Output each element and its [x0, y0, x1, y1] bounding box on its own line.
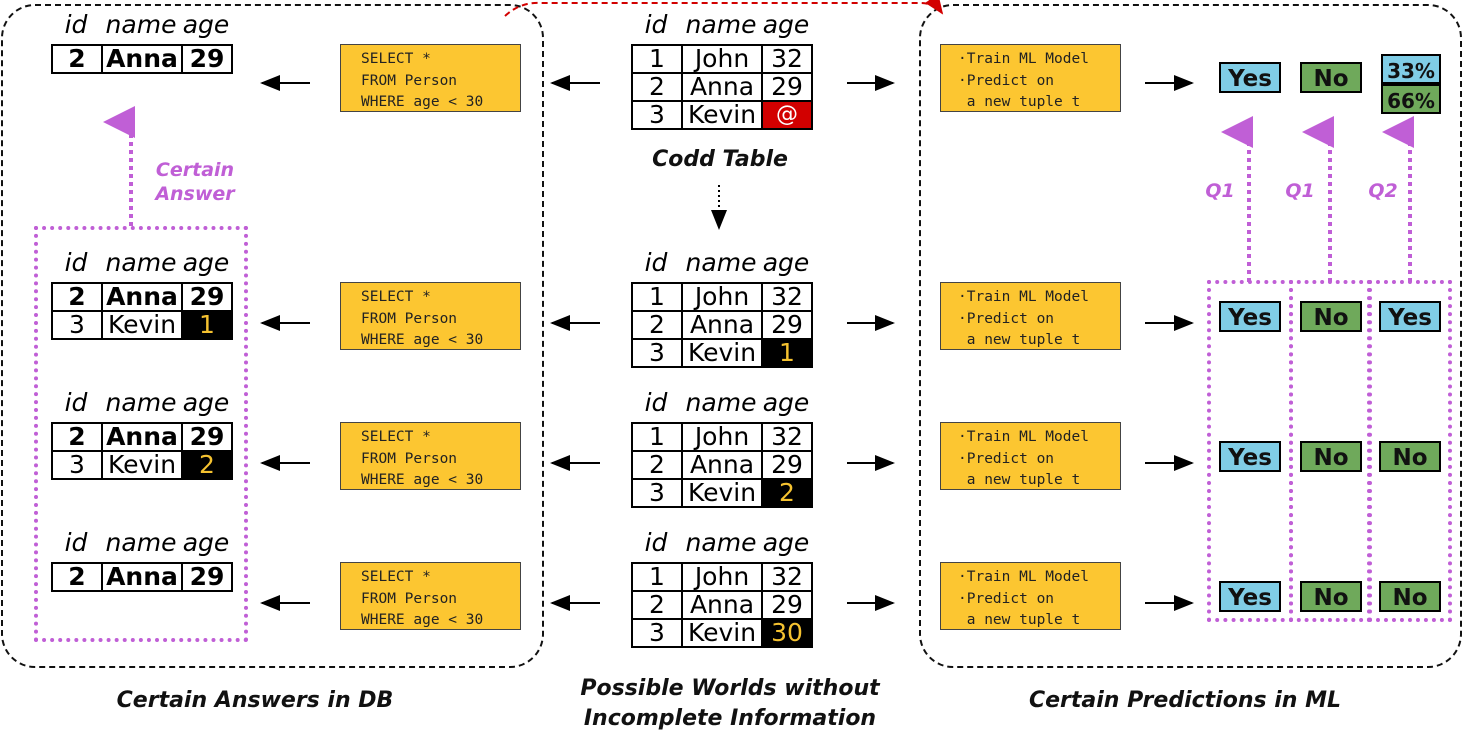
prediction-w3-q1b: No: [1300, 581, 1362, 612]
caption-worlds: Possible Worlds without Incomplete Infor…: [580, 676, 880, 731]
prediction-w1-q1a: Yes: [1219, 301, 1281, 332]
prediction-top-q1a: Yes: [1219, 62, 1281, 93]
q1b-label: Q1: [1285, 180, 1315, 202]
certain-answer-label: Certain Answer: [155, 159, 235, 205]
q1a-label: Q1: [1205, 180, 1235, 202]
prediction-top-pct-no: 66%: [1381, 84, 1441, 114]
table-row: 2 Anna 29: [51, 44, 233, 74]
prediction-w3-q1a: Yes: [1219, 581, 1281, 612]
prediction-w2-q1a: Yes: [1219, 441, 1281, 472]
prediction-top-q1b: No: [1300, 62, 1362, 93]
q2-label: Q2: [1368, 180, 1398, 202]
db-result-top: 2 Anna 29: [51, 44, 233, 74]
prediction-w1-q1b: No: [1300, 301, 1362, 332]
caption-ml: Certain Predictions in ML: [1028, 688, 1342, 713]
ml-box-top: ·Train ML Model·Predict on a new tuple t: [940, 44, 1121, 112]
missing-value-cell: @: [761, 100, 813, 130]
ml-box-w1: ·Train ML Model·Predict on a new tuple t: [940, 282, 1121, 350]
certain-answer-box: [34, 226, 248, 642]
prediction-w2-q2: No: [1379, 441, 1441, 472]
prediction-top-pct-yes: 33%: [1381, 54, 1441, 84]
caption-db: Certain Answers in DB: [116, 688, 394, 713]
db-panel: [1, 4, 544, 668]
ml-panel: [919, 4, 1462, 668]
codd-table-caption: Codd Table: [652, 147, 788, 172]
prediction-w1-q2: Yes: [1379, 301, 1441, 332]
q2-column-box: [1368, 280, 1452, 622]
ml-box-w3: ·Train ML Model·Predict on a new tuple t: [940, 562, 1121, 630]
prediction-w2-q1b: No: [1300, 441, 1362, 472]
red-connector-arrow: [504, 0, 944, 17]
prediction-w3-q2: No: [1379, 581, 1441, 612]
ml-box-w2: ·Train ML Model·Predict on a new tuple t: [940, 422, 1121, 490]
